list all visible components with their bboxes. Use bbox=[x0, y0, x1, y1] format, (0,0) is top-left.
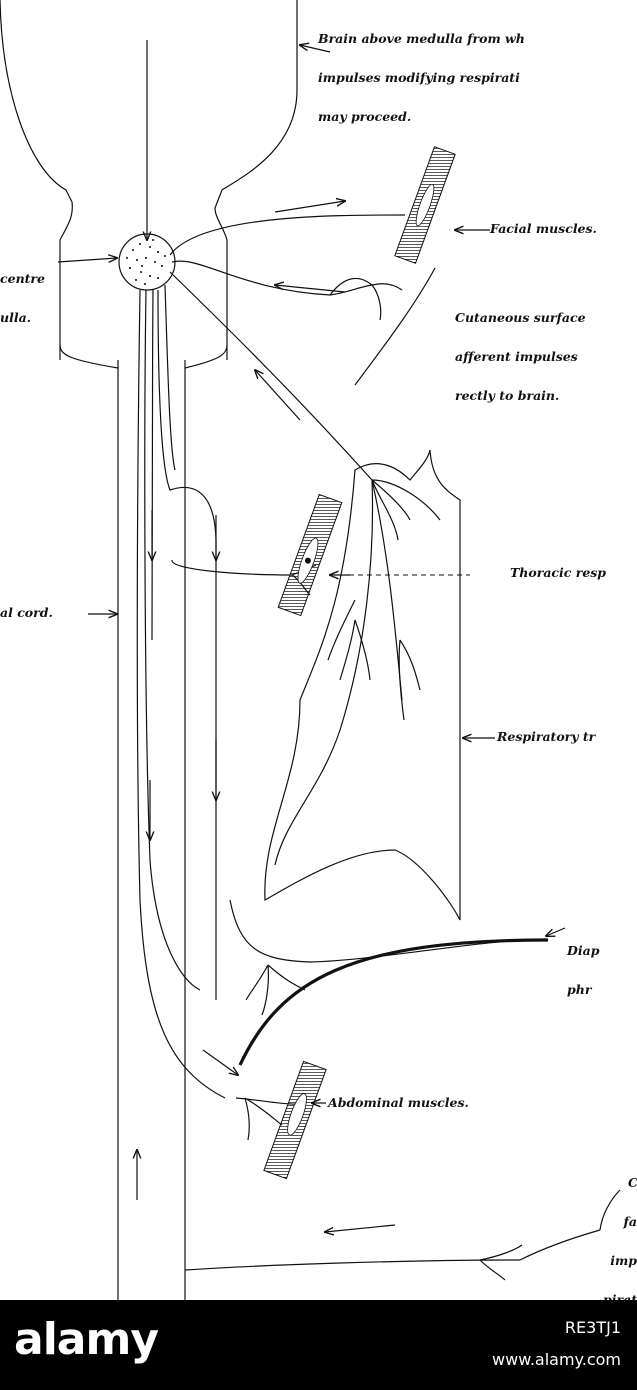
label-brain: Brain above medulla from wh impulses mod… bbox=[318, 6, 525, 136]
respiratory-centre bbox=[119, 234, 175, 290]
respiratory-tract-outline bbox=[265, 450, 460, 920]
abdominal-muscle bbox=[264, 1061, 326, 1178]
image-id: RE3TJ1 bbox=[565, 1318, 621, 1337]
diaphragm-line bbox=[240, 940, 548, 1065]
label-spinal-surface-line2: fa bbox=[598, 1215, 637, 1228]
label-abdominal-muscles: Abdominal muscles. bbox=[328, 1096, 469, 1109]
facial-muscle bbox=[395, 147, 455, 264]
label-cutaneous-surface: Cutaneous surface afferent impulses rect… bbox=[455, 285, 586, 415]
label-diaphragm: Diap phr bbox=[567, 918, 599, 1009]
label-centre-line1: centre bbox=[0, 272, 45, 285]
watermark-banner: alamy RE3TJ1 www.alamy.com bbox=[0, 1300, 637, 1390]
label-facial-muscles: Facial muscles. bbox=[490, 222, 597, 235]
respiratory-centre-stipple bbox=[126, 239, 166, 285]
thoracic-muscle bbox=[278, 495, 342, 616]
label-spinal-cord: al cord. bbox=[0, 606, 53, 619]
label-diaphragm-line2: phr bbox=[567, 983, 599, 996]
label-cutaneous-line2: afferent impulses bbox=[455, 350, 586, 363]
label-thoracic-muscles: Thoracic resp bbox=[510, 566, 606, 579]
site-url: www.alamy.com bbox=[492, 1350, 621, 1369]
label-respiratory-tract: Respiratory tr bbox=[497, 730, 595, 743]
label-brain-line2: impulses modifying respirati bbox=[318, 71, 525, 84]
brain-outline-right bbox=[215, 0, 297, 360]
label-cutaneous-line1: Cutaneous surface bbox=[455, 311, 586, 324]
label-centre-line2: ulla. bbox=[0, 311, 45, 324]
label-respiratory-centre: centre ulla. bbox=[0, 246, 45, 337]
label-cutaneous-line3: rectly to brain. bbox=[455, 389, 586, 402]
diagram-drawing bbox=[0, 0, 637, 1300]
label-spinal-surface-line3: imp bbox=[598, 1254, 637, 1267]
label-brain-line3: may proceed. bbox=[318, 110, 525, 123]
alamy-logo: alamy bbox=[14, 1314, 158, 1365]
label-spinal-surface-line1: C bbox=[598, 1176, 637, 1189]
respiratory-nerve-diagram: Brain above medulla from wh impulses mod… bbox=[0, 0, 637, 1300]
label-diaphragm-line1: Diap bbox=[567, 944, 599, 957]
label-brain-line1: Brain above medulla from wh bbox=[318, 32, 525, 45]
